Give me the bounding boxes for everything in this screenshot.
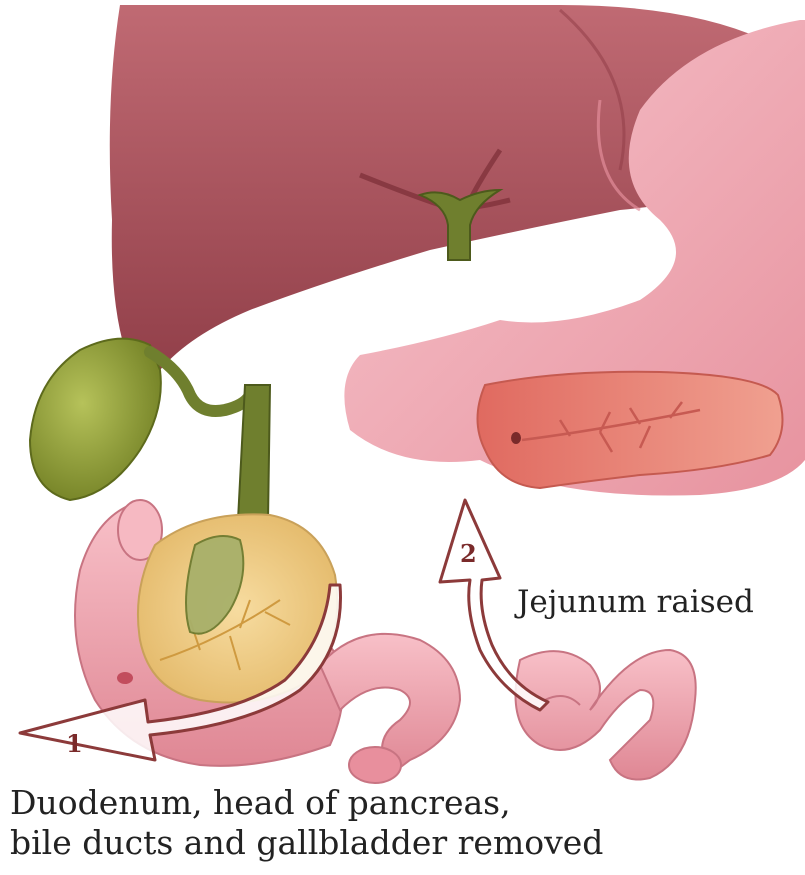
- step-1-number: 1: [66, 729, 83, 758]
- removed-label-line-2: bile ducts and gallbladder removed: [10, 823, 603, 862]
- gallbladder: [30, 339, 161, 500]
- jejunum-cut-end: [349, 747, 401, 783]
- papilla: [117, 672, 133, 684]
- removed-label-line-1: Duodenum, head of pancreas,: [10, 783, 511, 822]
- jejunum-loop: [516, 650, 696, 780]
- cystic-duct: [150, 352, 250, 411]
- jejunum-label: Jejunum raised: [517, 584, 754, 620]
- step-2-number: 2: [460, 539, 477, 568]
- pancreas-duct-opening: [511, 432, 521, 444]
